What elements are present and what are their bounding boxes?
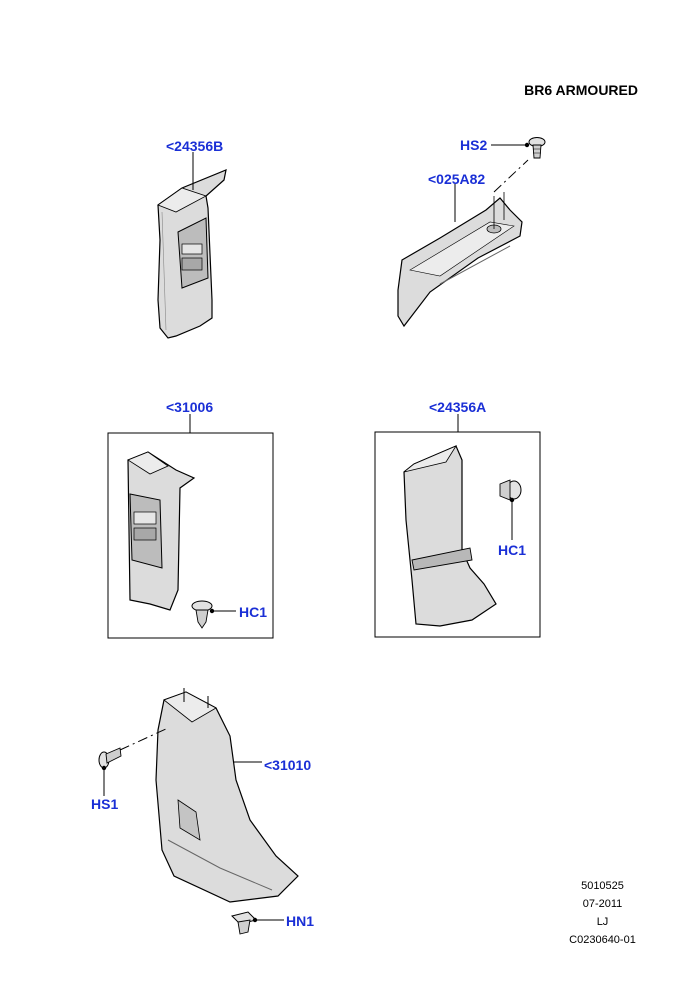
slot-guide-upper [181, 243, 203, 255]
pillar-body-shape [155, 691, 299, 903]
part-label-24356b[interactable]: <24356B [166, 138, 224, 154]
footer-code: 5010525 [581, 880, 624, 892]
screw-hs1[interactable] [98, 747, 122, 769]
footer-date: 07-2011 [582, 898, 623, 910]
nut-hn1[interactable] [231, 911, 257, 935]
fastener-label-hc1-right[interactable]: HC1 [498, 542, 527, 558]
pillar-body-shape [403, 445, 497, 627]
pillar-trim-middle-left[interactable] [127, 451, 196, 611]
part-label-24356a[interactable]: <24356A [429, 399, 487, 415]
pillar-top-face [157, 187, 208, 213]
assembly-centerline [119, 727, 169, 751]
leader-dot [252, 917, 258, 923]
assembly-centerline [493, 159, 529, 193]
footer-reference: C0230640-01 [569, 934, 636, 946]
slot-guide-lower [181, 257, 203, 271]
footer-initials: LJ [596, 916, 609, 928]
fastener-label-hc1-left[interactable]: HC1 [239, 604, 268, 620]
detail-frame [374, 431, 541, 638]
page-title: BR6 ARMOURED [524, 82, 638, 98]
leader-dot [209, 608, 215, 614]
leader-dot [509, 497, 515, 503]
screw-hs2[interactable] [528, 137, 546, 159]
part-label-31006[interactable]: <31006 [166, 399, 214, 415]
clip-hc1-right[interactable] [499, 479, 522, 501]
pillar-trim-upper-right[interactable] [397, 192, 523, 328]
part-label-025a82[interactable]: <025A82 [428, 171, 486, 187]
part-label-31010[interactable]: <31010 [264, 757, 312, 773]
fastener-label-hn1[interactable]: HN1 [286, 913, 315, 929]
fastener-label-hs1[interactable]: HS1 [91, 796, 119, 812]
pillar-trim-upper-left[interactable] [157, 169, 227, 339]
fastener-label-hs2[interactable]: HS2 [460, 137, 488, 153]
leader-dot [524, 142, 530, 148]
pillar-trim-lower[interactable] [155, 688, 299, 903]
detail-frame [107, 432, 274, 639]
pillar-trim-middle-right[interactable] [403, 445, 497, 627]
leader-dot [101, 765, 107, 771]
clip-hc1-left[interactable] [191, 600, 213, 629]
